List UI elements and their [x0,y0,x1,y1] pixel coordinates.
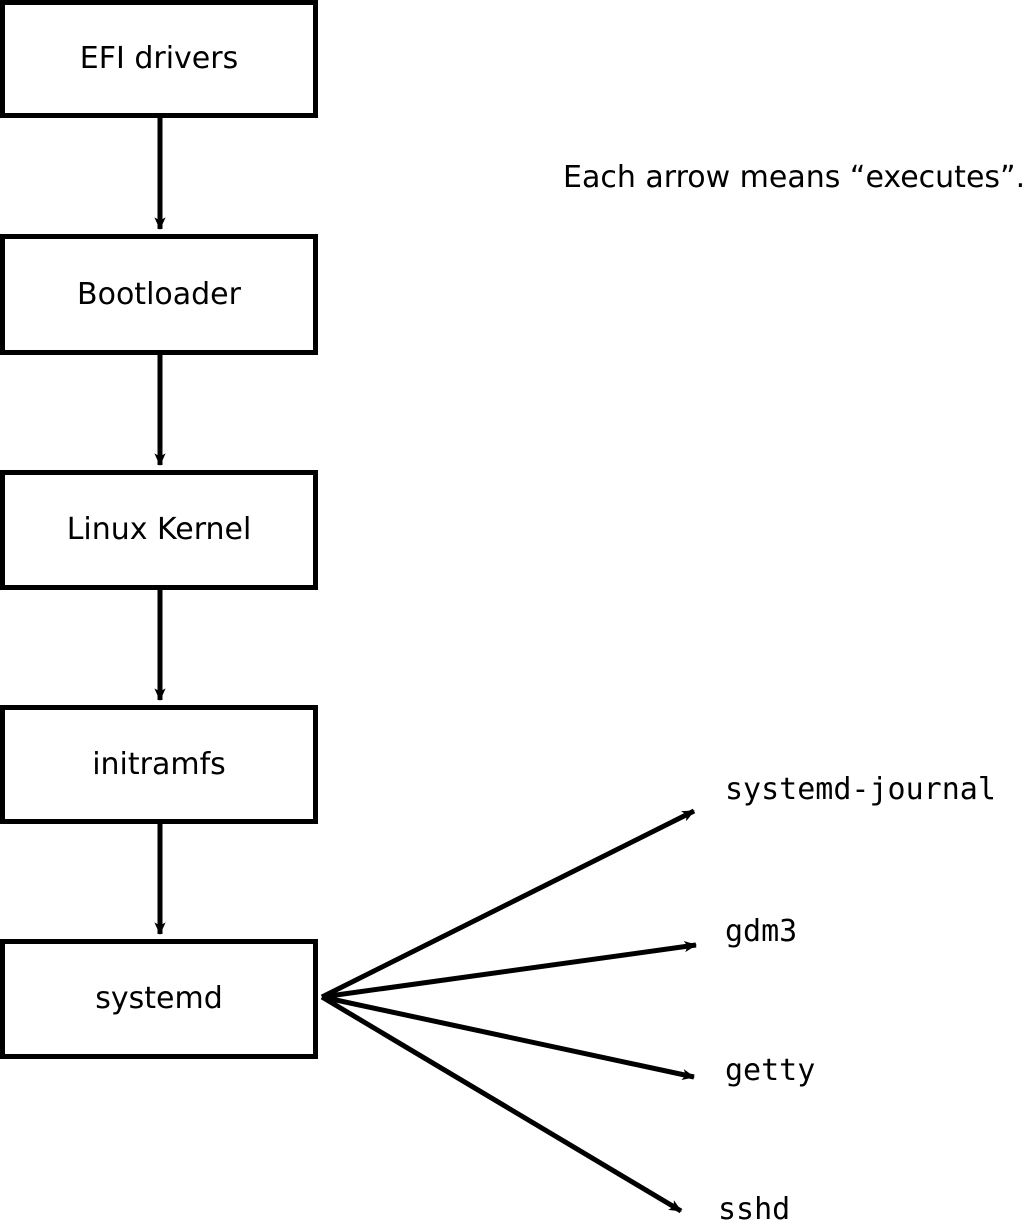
node-systemd[interactable]: systemd [0,939,318,1059]
node-linux-kernel[interactable]: Linux Kernel [0,470,318,590]
node-label-bootloader: Bootloader [77,276,241,312]
node-initramfs[interactable]: initramfs [0,705,318,824]
legend-note: Each arrow means “executes”. [563,160,1023,195]
arrow-systemd-to-gdm3 [321,941,697,1000]
service-label-getty[interactable]: getty [725,1053,816,1088]
service-label-sshd[interactable]: sshd [718,1192,791,1227]
node-bootloader[interactable]: Bootloader [0,234,318,355]
node-label-linux-kernel: Linux Kernel [66,512,252,547]
node-label-efi-drivers: EFI drivers [79,41,239,76]
node-label-initramfs: initramfs [92,746,226,782]
service-label-gdm3[interactable]: gdm3 [725,914,798,949]
arrow-systemd-to-getty [321,994,695,1081]
arrow-systemd-to-systemd-journal [320,808,696,1000]
node-efi-drivers[interactable]: EFI drivers [0,0,318,118]
arrow-systemd-to-sshd [320,994,683,1214]
service-label-systemd-journal[interactable]: systemd-journal [725,772,996,807]
node-label-systemd: systemd [95,981,223,1016]
